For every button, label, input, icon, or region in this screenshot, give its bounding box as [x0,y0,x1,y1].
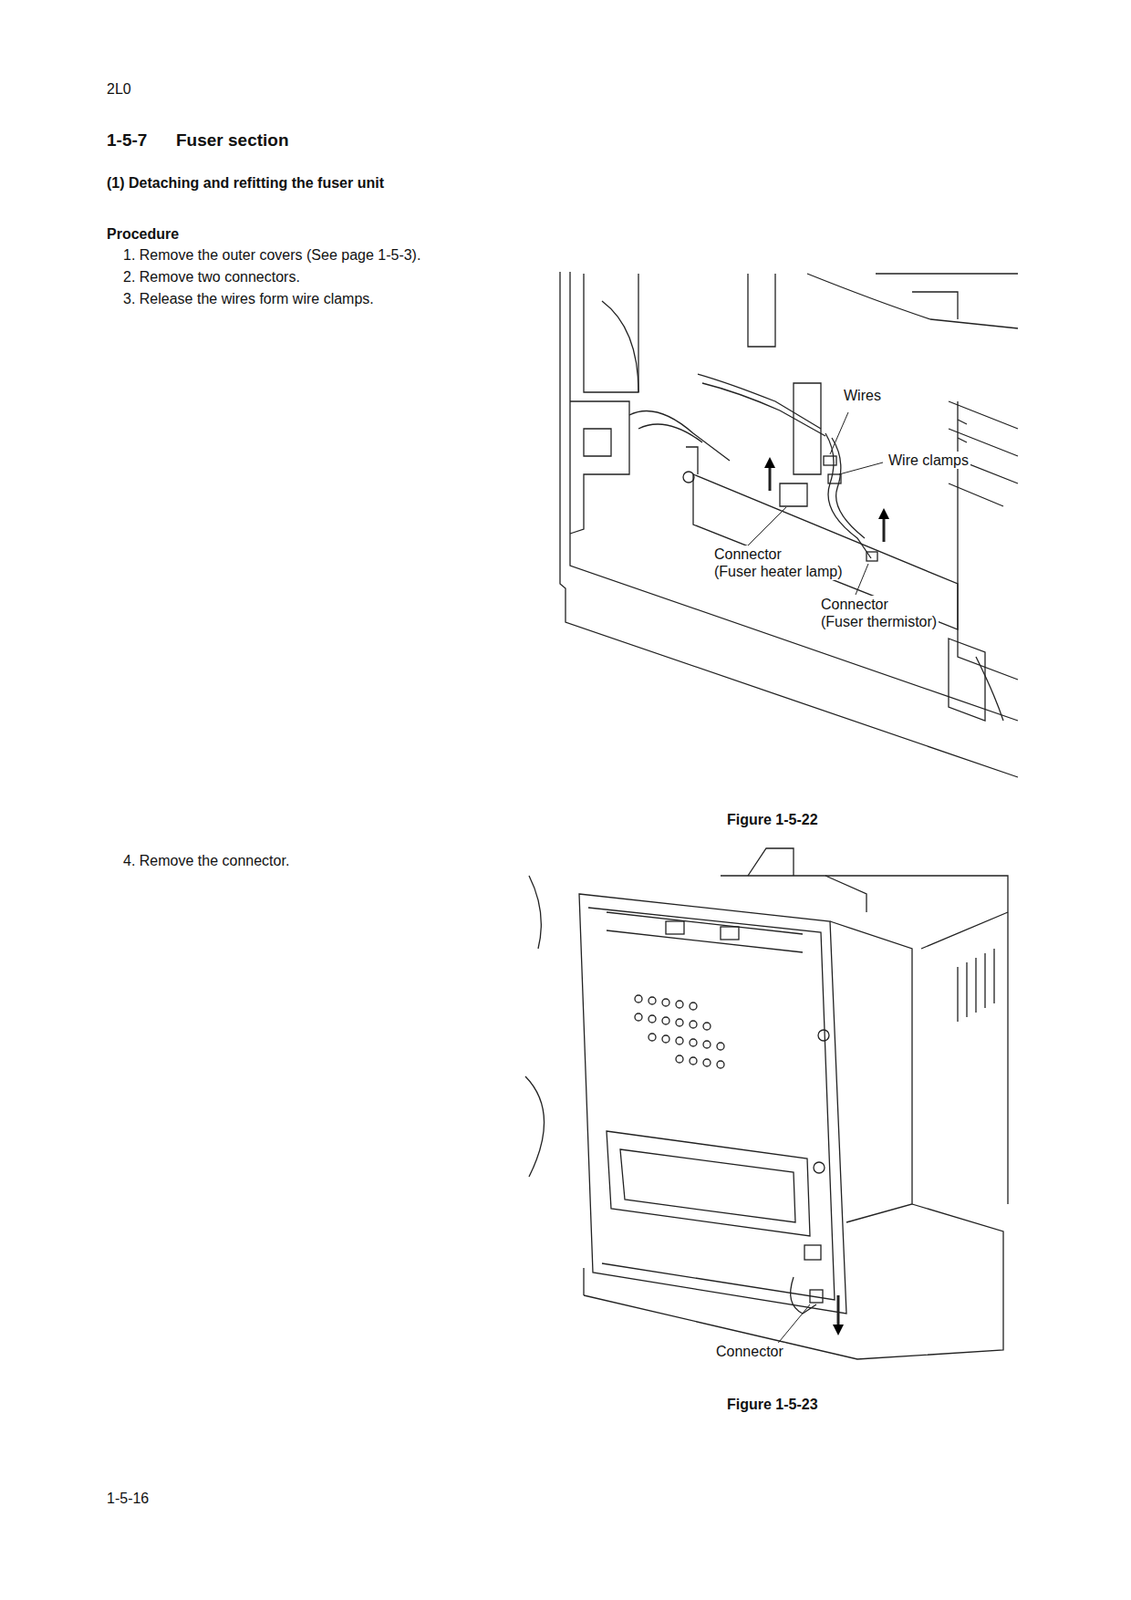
procedure-heading: Procedure [106,225,179,243]
page-code: 2L0 [106,80,132,98]
part-label: Connector (Fuser heater lamp) [712,545,845,581]
part-label: Wires [841,386,883,405]
page-number: 1-5-16 [106,1489,149,1507]
vent-holes [634,995,725,1069]
controller-figure [525,848,1008,1360]
figure-caption: Figure 1-5-23 [726,1395,819,1413]
section-title: Fuser section [176,130,290,152]
fuser-figure [560,271,1018,778]
procedure-step: 4. Remove the connector. [123,851,290,870]
procedure-step: 3. Release the wires form wire clamps. [123,290,374,308]
part-label: Connector (Fuser thermistor) [819,595,939,631]
procedure-step: 2. Remove two connectors. [123,268,301,286]
procedure-step: 1. Remove the outer covers (See page 1-5… [123,246,421,264]
subsection-heading: (1) Detaching and refitting the fuser un… [106,174,384,192]
part-label: Wire clamps [886,451,971,469]
figure-caption: Figure 1-5-22 [726,810,819,829]
part-label: Connector [714,1342,786,1360]
section-number: 1-5-7 [106,130,147,152]
